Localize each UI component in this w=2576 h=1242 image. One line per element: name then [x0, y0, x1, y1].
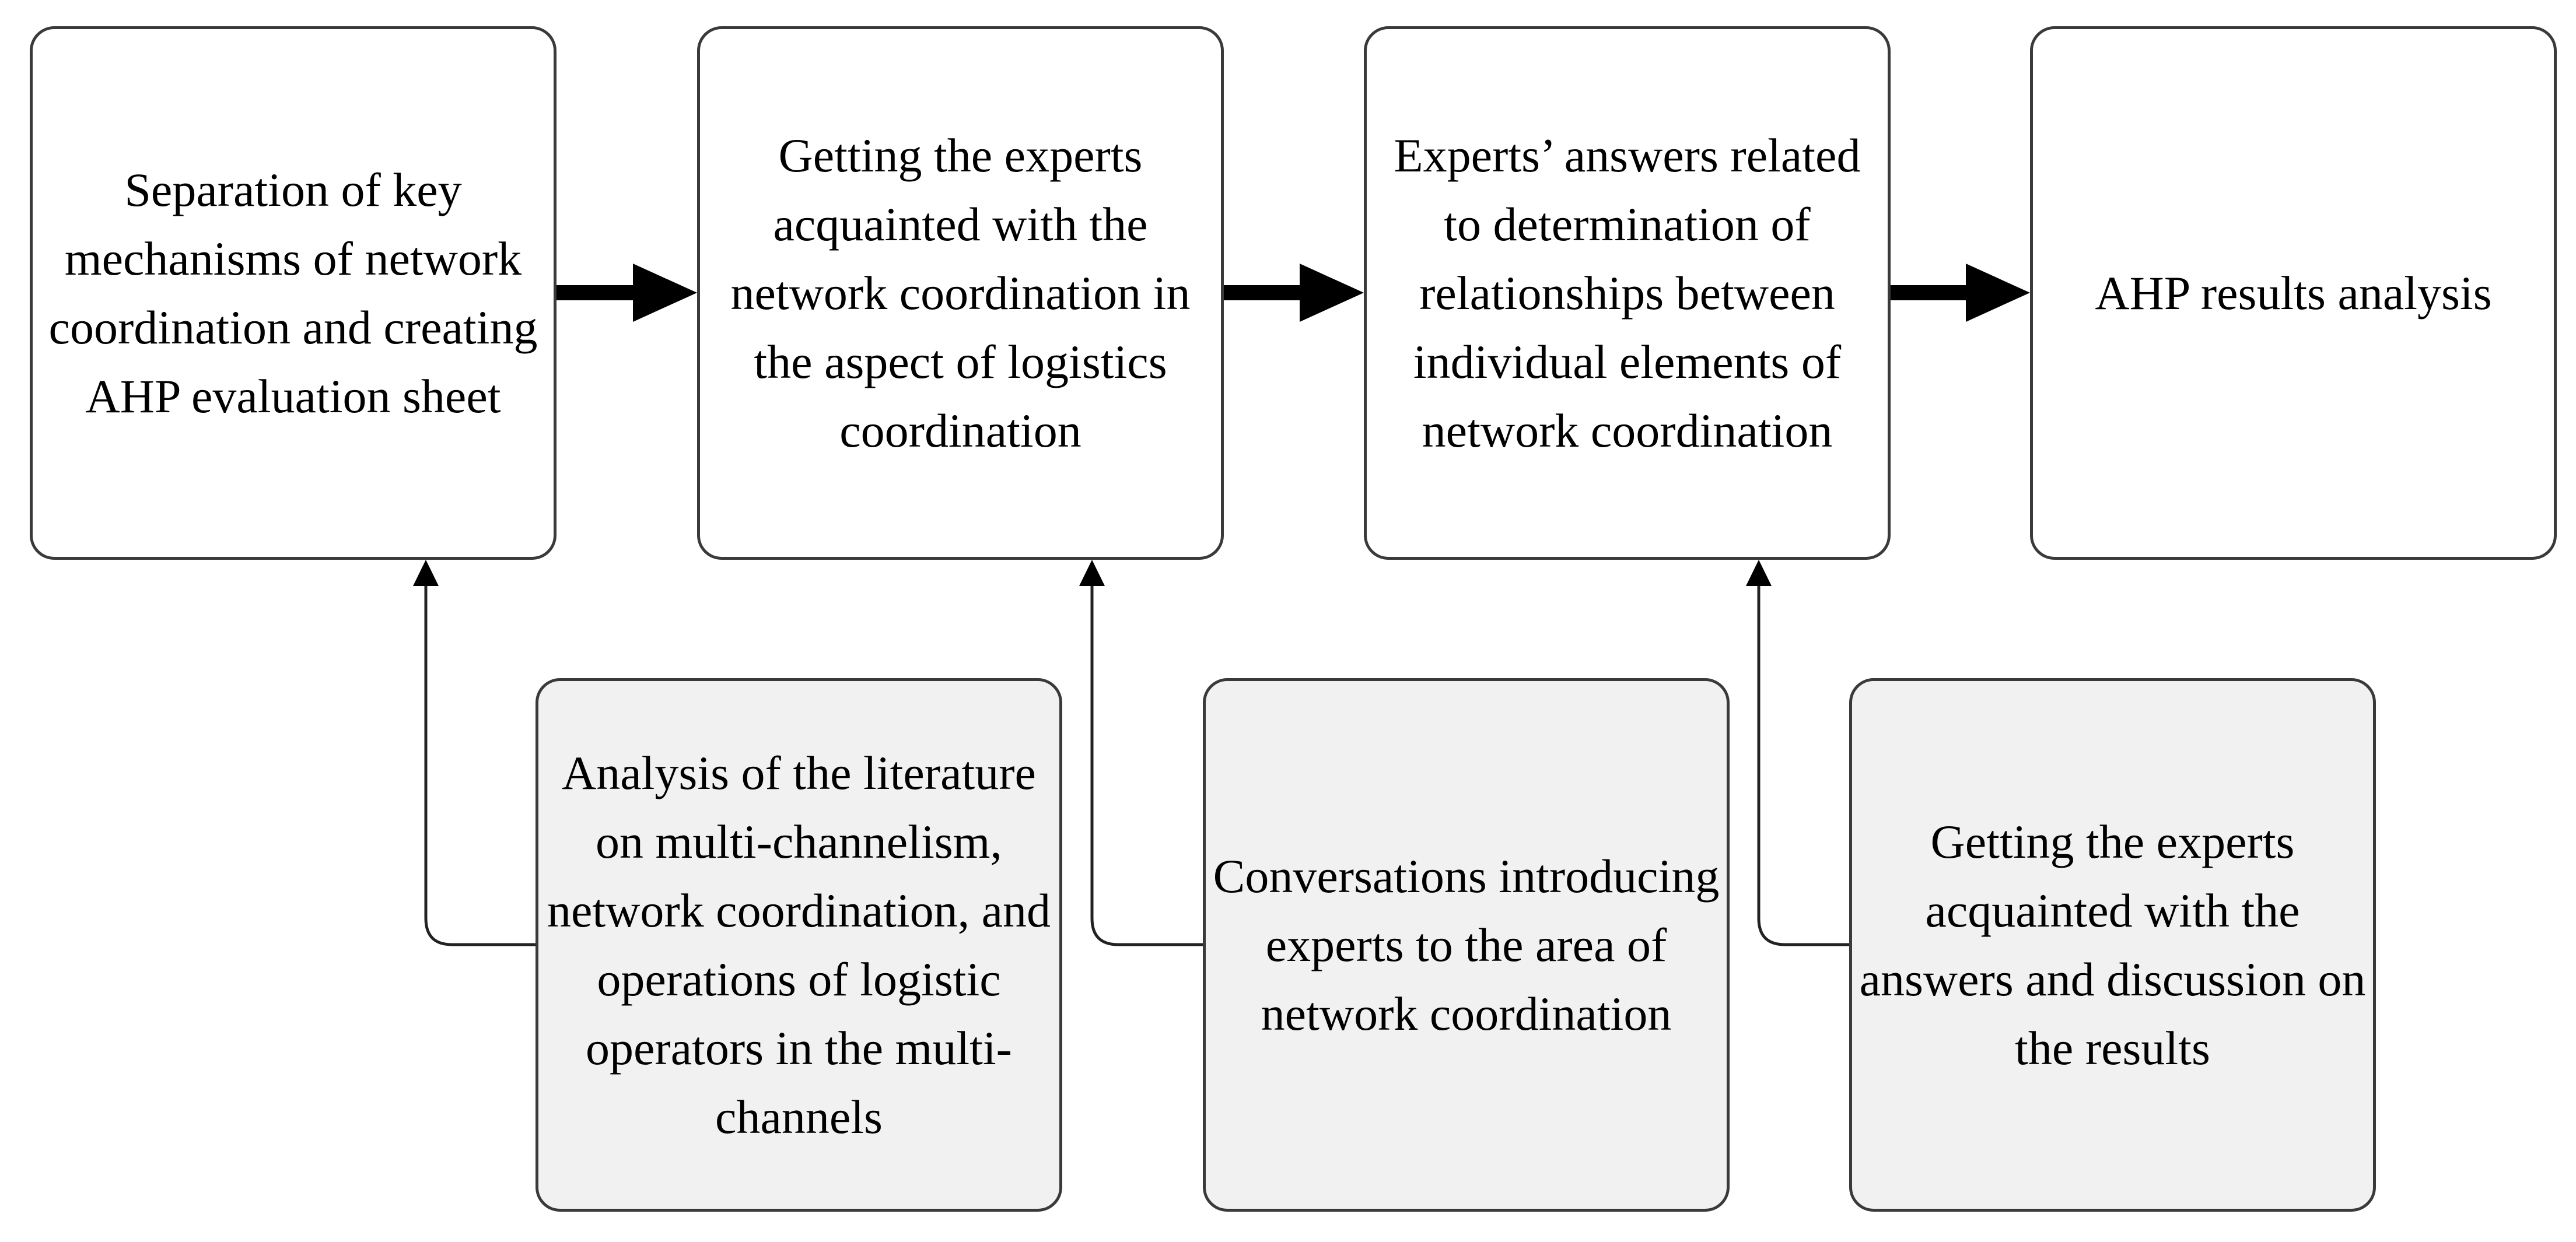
step-text-1: Separation of key mechanisms of network …	[48, 163, 538, 423]
main-flow-arrow-3	[1891, 264, 2030, 322]
input-connector-1	[413, 560, 536, 946]
input-connector-3	[1746, 560, 1849, 946]
input-box-1: Analysis of the literature on multi-chan…	[536, 678, 1062, 1212]
input-text-2: Conversations introducing experts to the…	[1213, 849, 1720, 1040]
input-connector-2	[1079, 560, 1203, 946]
main-flow-arrow-2	[1224, 264, 1364, 322]
input-box-3: Getting the experts acquainted with the …	[1849, 678, 2376, 1212]
input-text-1: Analysis of the literature on multi-chan…	[547, 746, 1051, 1143]
step-box-4: AHP results analysis	[2030, 26, 2557, 560]
input-box-2: Conversations introducing experts to the…	[1203, 678, 1730, 1212]
input-text-3: Getting the experts acquainted with the …	[1859, 815, 2366, 1075]
main-flow-arrow-1	[556, 264, 697, 322]
step-box-3: Experts’ answers related to determinatio…	[1364, 26, 1891, 560]
step-text-4: AHP results analysis	[2095, 266, 2492, 320]
step-text-2: Getting the experts acquainted with the …	[730, 128, 1191, 457]
step-box-1: Separation of key mechanisms of network …	[30, 26, 556, 560]
step-box-2: Getting the experts acquainted with the …	[697, 26, 1224, 560]
step-text-3: Experts’ answers related to determinatio…	[1394, 128, 1861, 457]
